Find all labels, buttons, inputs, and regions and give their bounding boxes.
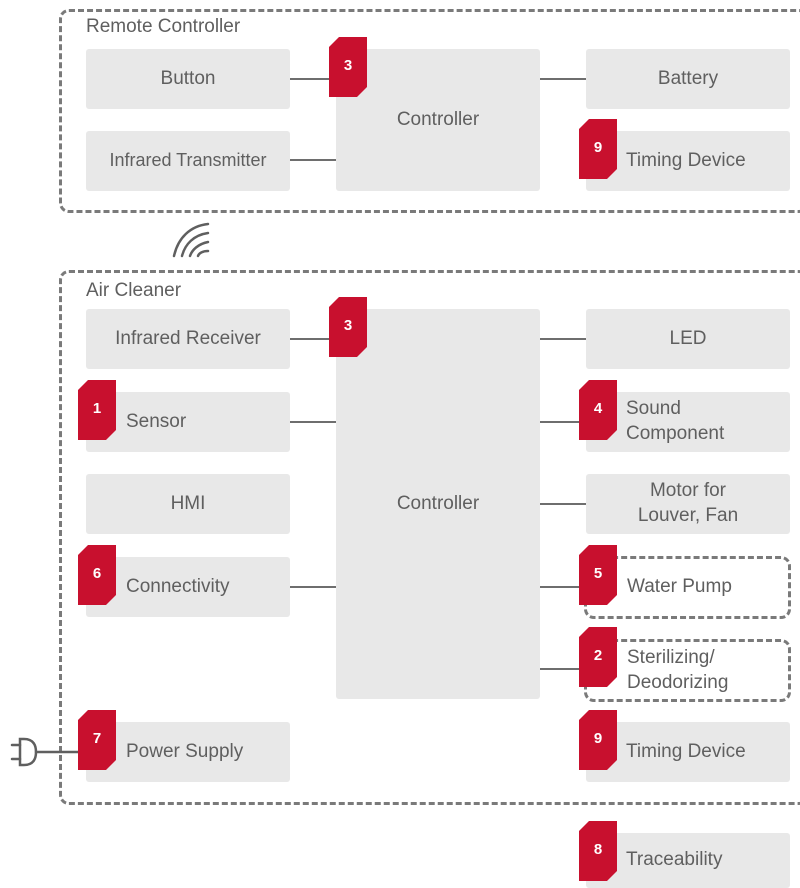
badge-water-pump: 5 bbox=[579, 545, 617, 605]
badge-connectivity: 6 bbox=[78, 545, 116, 605]
badge-number: 6 bbox=[92, 565, 102, 582]
badge-number: 7 bbox=[92, 730, 102, 747]
badge-number: 9 bbox=[593, 730, 603, 747]
connector-line bbox=[290, 78, 336, 80]
connector-line bbox=[540, 668, 586, 670]
remote-controller-block: Controller bbox=[336, 49, 540, 191]
air-cleaner-controller-block: Controller bbox=[336, 309, 540, 699]
badge-remote-controller: 3 bbox=[329, 37, 367, 97]
sterilizing-label: Sterilizing/ Deodorizing bbox=[627, 646, 729, 693]
connector-line bbox=[540, 338, 586, 340]
badge-traceability: 8 bbox=[579, 821, 617, 881]
sensor-block: Sensor bbox=[86, 392, 290, 452]
connector-line bbox=[540, 503, 586, 505]
infrared-transmitter-block: Infrared Transmitter bbox=[86, 131, 290, 191]
connector-line bbox=[540, 421, 586, 423]
badge-number: 4 bbox=[593, 400, 603, 417]
connector-line bbox=[290, 421, 336, 423]
wireless-signal-icon bbox=[172, 222, 210, 258]
badge-sound-component: 4 bbox=[579, 380, 617, 440]
sound-component-label: Sound Component bbox=[626, 398, 725, 444]
battery-block: Battery bbox=[586, 49, 790, 109]
power-plug-icon bbox=[10, 737, 88, 767]
air-cleaner-controller-label: Controller bbox=[396, 492, 480, 514]
remote-controller-group bbox=[59, 9, 800, 213]
badge-number: 3 bbox=[343, 317, 353, 334]
badge-number: 2 bbox=[593, 647, 603, 664]
remote-controller-label: Controller bbox=[396, 108, 480, 130]
infrared-transmitter-label: Infrared Transmitter bbox=[109, 150, 267, 171]
led-block: LED bbox=[586, 309, 790, 369]
connector-line bbox=[290, 338, 336, 340]
hmi-block: HMI bbox=[86, 474, 290, 534]
badge-number: 9 bbox=[593, 139, 603, 156]
button-label: Button bbox=[160, 67, 216, 89]
air-cleaner-timing-device-block: Timing Device bbox=[586, 722, 790, 782]
connectivity-block: Connectivity bbox=[86, 557, 290, 617]
remote-controller-title: Remote Controller bbox=[86, 16, 241, 37]
badge-air-cleaner-controller: 3 bbox=[329, 297, 367, 357]
air-cleaner-title: Air Cleaner bbox=[86, 280, 182, 301]
sterilizing-block: Sterilizing/ Deodorizing bbox=[584, 639, 791, 702]
sensor-label: Sensor bbox=[126, 410, 187, 432]
led-label: LED bbox=[669, 327, 707, 349]
motor-block: Motor for Louver, Fan bbox=[586, 474, 790, 534]
infrared-receiver-block: Infrared Receiver bbox=[86, 309, 290, 369]
air-cleaner-group bbox=[59, 270, 800, 805]
badge-power-supply: 7 bbox=[78, 710, 116, 770]
button-block: Button bbox=[86, 49, 290, 109]
traceability-label: Traceability bbox=[626, 849, 723, 871]
badge-number: 3 bbox=[343, 57, 353, 74]
water-pump-label: Water Pump bbox=[627, 576, 732, 598]
traceability-block: Traceability bbox=[586, 833, 790, 888]
connector-line bbox=[290, 586, 336, 588]
battery-label: Battery bbox=[657, 67, 719, 89]
remote-timing-device-label: Timing Device bbox=[626, 149, 746, 171]
motor-label: Motor for Louver, Fan bbox=[637, 480, 739, 526]
infrared-receiver-label: Infrared Receiver bbox=[115, 327, 261, 349]
sound-component-block: Sound Component bbox=[586, 392, 790, 452]
badge-number: 5 bbox=[593, 565, 603, 582]
connector-line bbox=[540, 586, 586, 588]
connectivity-label: Connectivity bbox=[126, 575, 230, 597]
connector-line bbox=[540, 78, 586, 80]
badge-remote-timing-device: 9 bbox=[579, 119, 617, 179]
badge-sensor: 1 bbox=[78, 380, 116, 440]
air-cleaner-timing-device-label: Timing Device bbox=[626, 740, 746, 762]
hmi-label: HMI bbox=[170, 492, 206, 514]
power-supply-label: Power Supply bbox=[126, 740, 244, 762]
power-supply-block: Power Supply bbox=[86, 722, 290, 782]
badge-sterilizing: 2 bbox=[579, 627, 617, 687]
badge-air-cleaner-timing-device: 9 bbox=[579, 710, 617, 770]
badge-number: 8 bbox=[593, 841, 603, 858]
water-pump-block: Water Pump bbox=[584, 556, 791, 619]
badge-number: 1 bbox=[92, 400, 102, 417]
remote-timing-device-block: Timing Device bbox=[586, 131, 790, 191]
connector-line bbox=[290, 159, 336, 161]
